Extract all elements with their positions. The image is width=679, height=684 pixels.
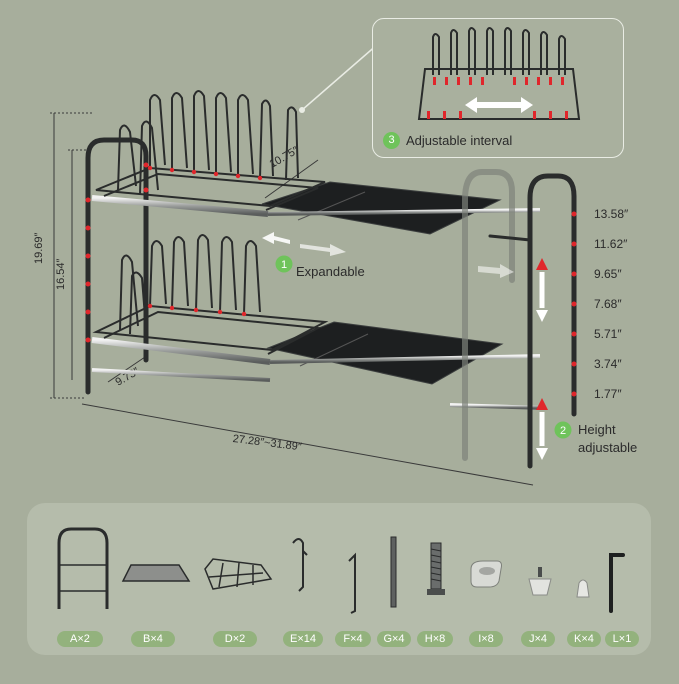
interval-badge: 3: [383, 132, 400, 149]
upper-tier: [91, 181, 541, 235]
wrench-icon: [609, 553, 625, 613]
parts-list-panel: A×2 B×4 D×2 E×14 F×4 G×4 H×8 I×8 J×4 K×4…: [27, 503, 651, 655]
basket-icon: [204, 558, 273, 590]
inset-basket-illustration: [417, 27, 581, 120]
height-tick-6: 3.74″: [594, 357, 622, 371]
height-tick-2: 11.62″: [594, 237, 628, 251]
ghost-frame: [462, 169, 515, 461]
screw-icon: [427, 542, 445, 595]
inset-red-markers: [427, 77, 568, 119]
upper-basket-markers: [147, 165, 263, 181]
part-chip-a: A×2: [57, 631, 103, 647]
part-chip-d: D×2: [213, 631, 257, 647]
part-chip-l: L×1: [605, 631, 639, 647]
height-tick-5: 5.71″: [594, 327, 622, 341]
inset-callout-dot: [299, 107, 305, 113]
height-label-line2: adjustable: [578, 440, 637, 455]
double-arrow-icon: [465, 97, 533, 113]
part-chip-h: H×8: [417, 631, 453, 647]
foot-icon: [528, 567, 552, 596]
height-total-label: 19.69″: [33, 232, 45, 264]
lower-tier: [91, 321, 546, 410]
adjustable-interval-caption: 3 Adjustable interval: [383, 132, 512, 149]
part-chip-k: K×4: [567, 631, 601, 647]
part-chip-j: J×4: [521, 631, 555, 647]
adjustable-interval-inset: 3 Adjustable interval: [372, 18, 624, 158]
height-tick-7: 1.77″: [594, 387, 622, 401]
frame-icon: [57, 527, 109, 609]
inset-callout-line: [301, 43, 379, 111]
part-chip-f: F×4: [335, 631, 371, 647]
rod-icon: [390, 536, 397, 608]
part-chip-e: E×14: [283, 631, 323, 647]
left-frame-markers: [85, 162, 149, 343]
part-chip-b: B×4: [131, 631, 175, 647]
part-chip-i: I×8: [469, 631, 503, 647]
expand-badge-number: 1: [281, 259, 287, 271]
height-tick-4: 7.68″: [594, 297, 622, 311]
expand-label: Expandable: [296, 264, 365, 279]
cap-icon: [576, 579, 590, 598]
clip-icon: [470, 560, 502, 588]
height-arrow-icon: [536, 258, 548, 460]
upper-basket: [95, 90, 326, 211]
height-tick-3: 9.65″: [594, 267, 622, 281]
height-badge-number: 2: [560, 425, 566, 437]
interval-label: Adjustable interval: [406, 133, 513, 148]
right-frame: [488, 173, 577, 469]
hook-icon: [292, 538, 308, 592]
part-chip-g: G×4: [377, 631, 411, 647]
height-label-line1: Height: [578, 422, 616, 437]
height-inner-label: 16.54″: [55, 258, 67, 290]
lower-basket-markers: [147, 303, 247, 317]
bracket-icon: [348, 552, 356, 614]
height-scale: 13.58″ 11.62″ 9.65″ 7.68″ 5.71″ 3.74″ 1.…: [594, 207, 629, 401]
dimension-lines: [50, 112, 534, 486]
height-badge: [554, 421, 572, 439]
parts-icons: [57, 527, 625, 614]
left-frame: [85, 137, 149, 395]
mat-icon: [121, 564, 191, 582]
lower-basket: [92, 234, 329, 355]
height-tick-1: 13.58″: [594, 207, 629, 221]
width-range-label: 27.28″~31.89″: [232, 433, 302, 453]
expand-badge: [275, 255, 293, 273]
right-frame-markers: [571, 211, 577, 397]
expand-arrow-icon: [262, 232, 514, 278]
